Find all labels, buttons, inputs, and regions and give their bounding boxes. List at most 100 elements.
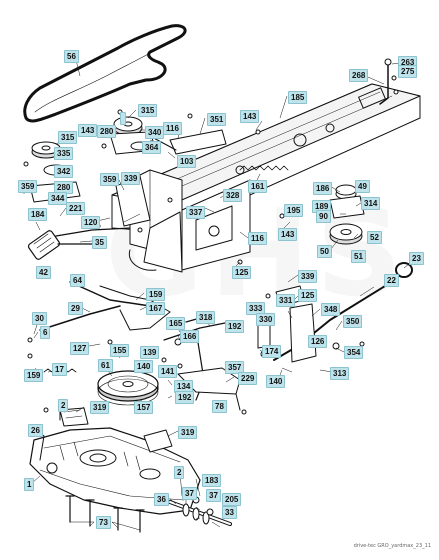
- pto-pulley-assembly: [329, 184, 365, 245]
- callout-351[interactable]: 351: [207, 113, 227, 126]
- callout-359[interactable]: 359: [18, 180, 38, 193]
- callout-64[interactable]: 64: [70, 274, 85, 287]
- callout-2-b[interactable]: 2: [174, 466, 185, 479]
- callout-161[interactable]: 161: [248, 180, 268, 193]
- callout-157[interactable]: 157: [134, 401, 154, 414]
- callout-33[interactable]: 33: [222, 506, 237, 519]
- callout-268[interactable]: 268: [349, 69, 369, 82]
- callout-1[interactable]: 1: [24, 478, 35, 491]
- callout-342[interactable]: 342: [54, 165, 74, 178]
- callout-50[interactable]: 50: [317, 245, 332, 258]
- callout-26[interactable]: 26: [28, 424, 43, 437]
- callout-90[interactable]: 90: [316, 210, 331, 223]
- callout-78[interactable]: 78: [212, 400, 227, 413]
- callout-184[interactable]: 184: [28, 208, 48, 221]
- callout-17[interactable]: 17: [52, 363, 67, 376]
- tension-spring: [239, 165, 289, 171]
- callout-166[interactable]: 166: [180, 330, 200, 343]
- mounting-bolts: [65, 495, 145, 533]
- callout-357[interactable]: 357: [225, 361, 245, 374]
- bushing-ring: [395, 262, 413, 278]
- callout-42[interactable]: 42: [36, 266, 51, 279]
- callout-319-b[interactable]: 319: [178, 426, 198, 439]
- callout-330[interactable]: 330: [256, 313, 276, 326]
- callout-275[interactable]: 275: [398, 65, 418, 78]
- callout-315[interactable]: 315: [138, 104, 158, 117]
- callout-56[interactable]: 56: [64, 50, 79, 63]
- callout-140-b[interactable]: 140: [266, 375, 286, 388]
- callout-350[interactable]: 350: [343, 315, 363, 328]
- callout-344[interactable]: 344: [48, 192, 68, 205]
- callout-61[interactable]: 61: [98, 359, 113, 372]
- callout-37-b[interactable]: 37: [206, 489, 221, 502]
- callout-354[interactable]: 354: [344, 346, 364, 359]
- callout-186[interactable]: 186: [313, 182, 333, 195]
- callout-183[interactable]: 183: [202, 474, 222, 487]
- callout-143-c[interactable]: 143: [278, 228, 298, 241]
- callout-159-b[interactable]: 159: [24, 369, 44, 382]
- callout-143-b[interactable]: 143: [240, 110, 260, 123]
- callout-337[interactable]: 337: [186, 206, 206, 219]
- callout-313[interactable]: 313: [330, 367, 350, 380]
- callout-155[interactable]: 155: [110, 344, 130, 357]
- callout-23[interactable]: 23: [409, 252, 424, 265]
- callout-319[interactable]: 319: [90, 401, 110, 414]
- callout-139[interactable]: 139: [140, 346, 160, 359]
- callout-195[interactable]: 195: [284, 204, 304, 217]
- callout-36[interactable]: 36: [154, 493, 169, 506]
- callout-185[interactable]: 185: [288, 91, 308, 104]
- callout-339[interactable]: 339: [121, 172, 141, 185]
- callout-29[interactable]: 29: [68, 302, 83, 315]
- callout-328[interactable]: 328: [223, 189, 243, 202]
- callout-125[interactable]: 125: [232, 266, 252, 279]
- callout-221[interactable]: 221: [66, 202, 86, 215]
- callout-165[interactable]: 165: [166, 317, 186, 330]
- callout-125-b[interactable]: 125: [298, 289, 318, 302]
- callout-159[interactable]: 159: [146, 288, 166, 301]
- callout-73[interactable]: 73: [96, 516, 111, 529]
- callout-140[interactable]: 140: [134, 360, 154, 373]
- drive-belt: [23, 24, 187, 123]
- callout-359-b[interactable]: 359: [100, 173, 120, 186]
- callout-331[interactable]: 331: [276, 294, 296, 307]
- callout-6[interactable]: 6: [40, 326, 51, 339]
- drawing-reference: drive-tec GRO_yardmax_23_11: [353, 543, 431, 549]
- chassis-frame: [111, 83, 421, 273]
- callout-51[interactable]: 51: [351, 250, 366, 263]
- callout-335[interactable]: [120, 112, 126, 125]
- callout-52[interactable]: 52: [367, 231, 382, 244]
- callout-37[interactable]: 37: [182, 487, 197, 500]
- callout-2[interactable]: 2: [58, 399, 69, 412]
- callout-167[interactable]: 167: [146, 302, 166, 315]
- callout-318[interactable]: 318: [196, 311, 216, 324]
- callout-127[interactable]: 127: [70, 342, 90, 355]
- callout-126[interactable]: 126: [308, 335, 328, 348]
- callout-333[interactable]: 333: [246, 302, 266, 315]
- callout-280[interactable]: 280: [97, 125, 117, 138]
- callout-30[interactable]: 30: [32, 312, 47, 325]
- callout-229[interactable]: 229: [238, 372, 258, 385]
- callout-339-b[interactable]: 339: [298, 270, 318, 283]
- callout-340[interactable]: 340: [145, 126, 165, 139]
- callout-192[interactable]: 192: [225, 320, 245, 333]
- callout-192-b[interactable]: 192: [175, 391, 195, 404]
- callout-141[interactable]: 141: [158, 365, 178, 378]
- callout-174[interactable]: 174: [262, 345, 282, 358]
- callout-49[interactable]: 49: [355, 180, 370, 193]
- callout-205[interactable]: 205: [222, 493, 242, 506]
- callout-143[interactable]: 143: [78, 124, 98, 137]
- callout-103[interactable]: 103: [177, 155, 197, 168]
- callout-364[interactable]: 364: [142, 141, 162, 154]
- callout-335-lower[interactable]: 335: [54, 147, 74, 160]
- callout-314[interactable]: 314: [361, 197, 381, 210]
- callout-348[interactable]: 348: [321, 303, 341, 316]
- callout-120[interactable]: 120: [81, 216, 101, 229]
- transaxle-housing: [29, 427, 201, 515]
- callout-22[interactable]: 22: [384, 274, 399, 287]
- callout-116-b[interactable]: 116: [248, 232, 267, 245]
- callout-116[interactable]: 116: [163, 122, 182, 135]
- callout-35[interactable]: 35: [92, 236, 107, 249]
- callout-315-lower[interactable]: 315: [58, 131, 78, 144]
